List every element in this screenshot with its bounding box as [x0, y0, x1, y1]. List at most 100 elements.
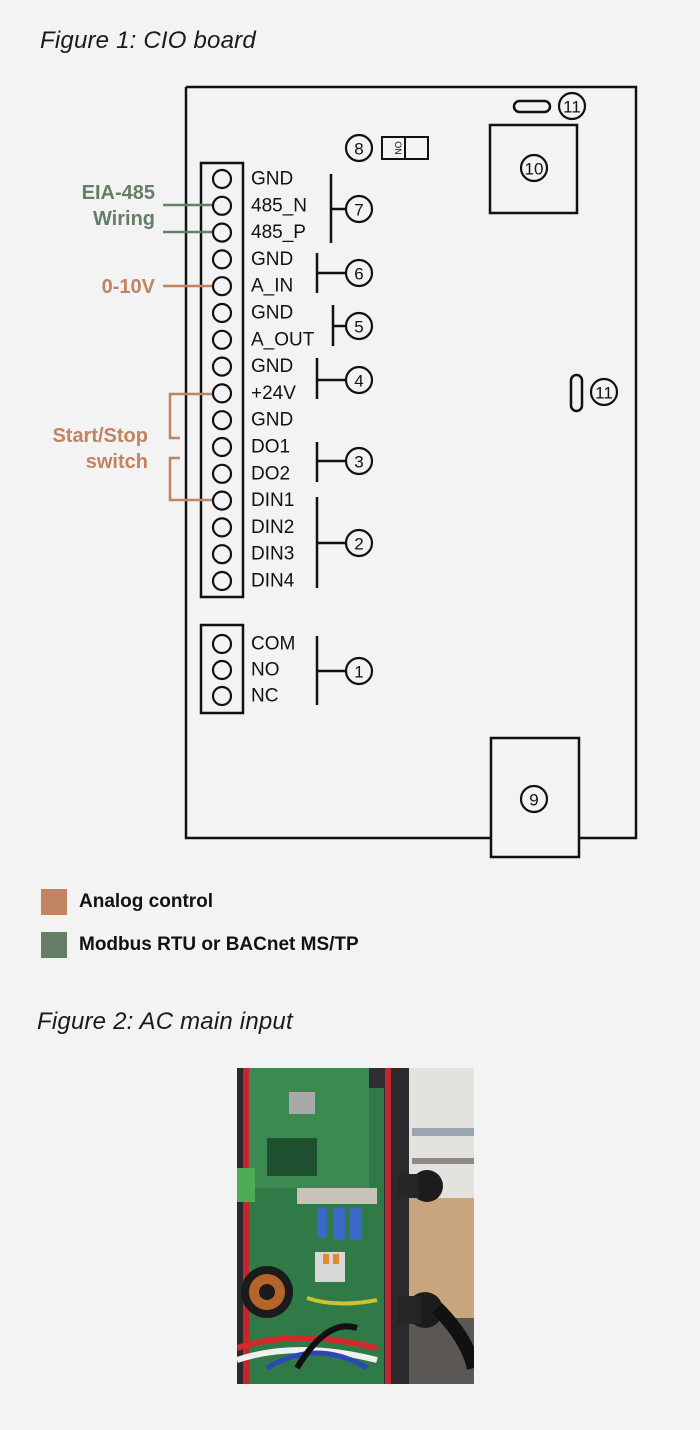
pin-circle	[211, 276, 233, 297]
terminal-pin: DO2	[211, 463, 290, 484]
callout-circle	[344, 194, 374, 224]
startstop-label-line2: switch	[86, 451, 148, 473]
startstop-label-line1: Start/Stop	[52, 425, 148, 447]
callout-circle	[519, 153, 549, 183]
callout-10: 10	[519, 153, 549, 183]
dip-switch: ON	[381, 136, 429, 160]
callout-11: 11	[557, 91, 587, 121]
pin-circle	[211, 544, 233, 565]
terminal-pin: DIN2	[211, 517, 294, 538]
pin-circle	[211, 570, 233, 592]
pin-circle	[211, 195, 233, 216]
callout-number: 10	[525, 160, 544, 179]
terminal-pin: GND	[211, 410, 293, 431]
pin-label: GND	[251, 303, 293, 324]
pin-circle	[211, 633, 233, 655]
terminal-pin: 485_N	[211, 195, 307, 216]
terminal-pin: DIN1	[211, 490, 294, 511]
pin-circle	[211, 436, 233, 458]
callout-circle	[344, 133, 374, 163]
callout-circle	[557, 91, 587, 121]
pin-circle	[211, 659, 233, 681]
callout-6: 6	[344, 258, 374, 288]
callout-3: 3	[344, 446, 374, 476]
terminal-pin: GND	[211, 249, 293, 270]
pin-label: DIN2	[251, 517, 294, 538]
callout-number: 11	[595, 384, 613, 403]
photo-illustration	[237, 1068, 474, 1384]
terminal-pin: A_IN	[211, 276, 293, 297]
pin-circle	[211, 168, 233, 190]
callout-4: 4	[344, 365, 374, 395]
analog-label: 0-10V	[102, 276, 156, 298]
pin-label: NO	[251, 660, 280, 681]
callout-2: 2	[344, 528, 374, 558]
relay-pin: NO	[211, 659, 280, 681]
pin-label: GND	[251, 410, 293, 431]
legend-analog-label: Analog control	[79, 891, 214, 912]
pin-circle	[211, 383, 233, 404]
pin-circle	[211, 410, 233, 431]
pin-label: DIN3	[251, 544, 294, 565]
callout-number: 9	[529, 791, 538, 810]
pin-circle	[211, 302, 233, 324]
pin-label: 485_N	[251, 195, 307, 216]
mounting-slot-top	[512, 99, 552, 114]
mounting-slot-right	[569, 373, 584, 413]
callout-number: 8	[354, 140, 363, 159]
callout-11: 11	[589, 377, 619, 407]
callout-number: 6	[354, 265, 363, 284]
terminal-pin: GND	[211, 356, 293, 377]
terminal-pin: A_OUT	[211, 329, 315, 350]
callout-number: 11	[563, 98, 581, 117]
pin-circle	[211, 490, 233, 511]
legend-analog: Analog control	[41, 889, 213, 915]
ac-main-input-photo	[237, 1068, 474, 1384]
callout-circle	[519, 784, 549, 814]
callout-5: 5	[344, 311, 374, 341]
callout-number: 5	[354, 318, 363, 337]
pin-label: DIN1	[251, 490, 294, 511]
pin-label: DO2	[251, 463, 290, 484]
pin-label: GND	[251, 169, 293, 190]
callout-1: 1	[344, 656, 374, 686]
pin-circle	[211, 222, 233, 243]
terminal-pin: GND	[211, 168, 293, 190]
main-terminal-block	[199, 161, 245, 599]
group-brackets	[315, 174, 346, 705]
pin-label: A_IN	[251, 276, 293, 297]
figure1-title: Figure 1: CIO board	[40, 27, 256, 54]
callout-number: 1	[354, 663, 363, 682]
pin-label: +24V	[251, 383, 296, 404]
eia485-wiring	[163, 203, 212, 234]
pin-label: NC	[251, 686, 278, 707]
figure2-title: Figure 2: AC main input	[37, 1008, 293, 1035]
callout-circle	[344, 258, 374, 288]
pin-circle	[211, 463, 233, 484]
callout-number: 2	[354, 535, 363, 554]
relay-pin: COM	[211, 633, 295, 655]
startstop-wiring	[168, 392, 212, 502]
legend-modbus-swatch	[41, 932, 67, 958]
callout-circle	[344, 528, 374, 558]
main-terminal-pins: GND485_N485_PGNDA_INGNDA_OUTGND+24VGNDDO…	[211, 168, 315, 592]
pin-circle	[211, 517, 233, 538]
terminal-pin: +24V	[211, 383, 296, 404]
terminal-pin: DO1	[211, 436, 290, 458]
board-outline	[184, 85, 638, 840]
pin-circle	[211, 329, 233, 350]
relay-terminal-block	[199, 623, 245, 715]
callout-circle	[344, 446, 374, 476]
callout-number: 4	[354, 372, 363, 391]
callout-7: 7	[344, 194, 374, 224]
pin-label: A_OUT	[251, 329, 315, 350]
pin-label: COM	[251, 634, 295, 655]
callout-9: 9	[519, 784, 549, 814]
relay-terminal-pins: COM NO NC	[211, 633, 295, 707]
terminal-pin: DIN3	[211, 544, 294, 565]
terminal-pin: GND	[211, 302, 293, 324]
pin-label: DO1	[251, 437, 290, 458]
callout-number: 3	[354, 453, 363, 472]
relay-pin: NC	[211, 686, 278, 707]
callout-circle	[589, 377, 619, 407]
